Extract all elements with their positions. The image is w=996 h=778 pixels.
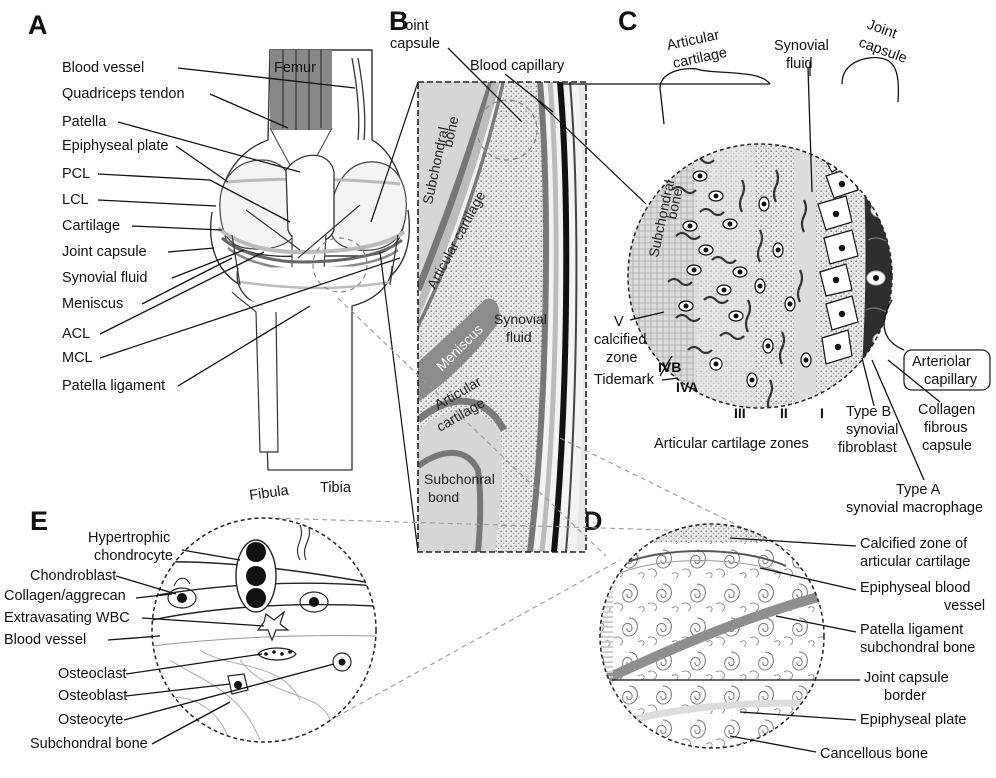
panel-c-collagen-line1: Collagen [918, 402, 975, 418]
panel-a-knee-illustration [211, 50, 410, 470]
panel-a-letter: A [28, 10, 48, 40]
panel-b-synovial-label-line1: Synovial [494, 311, 547, 327]
panel-c-joint-capsule-line2: capsule [857, 35, 909, 67]
femur-label: Femur [274, 60, 316, 76]
label-acl: ACL [62, 326, 90, 342]
connector-a-b-bottom [380, 252, 418, 552]
panel-c-zone-i: I [820, 405, 824, 421]
label-quadriceps-tendon: Quadriceps tendon [62, 86, 185, 102]
panel-c-zone-iii: III [734, 405, 746, 421]
panel-b-subchonral-line2: bond [428, 489, 459, 505]
panel-e-osteoblast: Osteoblast [58, 688, 127, 704]
panel-c-arteriolar-line1: Arteriolar [912, 354, 971, 370]
panel-e-chondroblast: Chondroblast [30, 568, 116, 584]
panel-b-synovial-label-line2: fluid [506, 329, 532, 345]
patella [286, 155, 334, 243]
label-patella: Patella [62, 114, 107, 130]
panel-c-type-b-line1: Type B [846, 404, 891, 420]
panel-c-zones-caption: Articular cartilage zones [654, 436, 809, 452]
panel-c-type-a-line1: Type A [896, 482, 941, 498]
panel-d-joint-capsule-line1: Joint capsule [864, 670, 949, 686]
panel-d-bone-section [600, 524, 824, 748]
label-mcl: MCL [62, 350, 93, 366]
panel-d-epiphyseal-vessel-line1: Epiphyseal blood [860, 580, 970, 596]
label-synovial-fluid: Synovial fluid [62, 270, 147, 286]
panel-c-collagen-line3: capsule [922, 438, 972, 454]
panel-e-tissue [152, 518, 376, 742]
label-pcl: PCL [62, 166, 90, 182]
panel-c-iva-label: IVA [676, 379, 698, 395]
panel-c-type-b-line3: fibroblast [838, 440, 897, 456]
panel-e-hypertrophic-line2: chondrocyte [94, 548, 173, 564]
panel-c-arteriolar-line2: capillary [924, 372, 978, 388]
label-lcl: LCL [62, 192, 89, 208]
panel-c-type-a-line2: synovial macrophage [846, 500, 983, 516]
label-patella-ligament: Patella ligament [62, 378, 165, 394]
panel-c-tidemark-label: Tidemark [594, 372, 655, 388]
fibula-label: Fibula [248, 482, 290, 503]
panel-e-osteoclast: Osteoclast [58, 666, 127, 682]
panel-b-subchonral-line1: Subchonral [424, 471, 495, 487]
panel-d-calcified-line2: articular cartilage [860, 554, 970, 570]
panel-c-synovial-label-line1: Synovial [774, 38, 829, 54]
panel-d-cancellous-bone: Cancellous bone [820, 746, 928, 762]
label-joint-capsule: Joint capsule [62, 244, 147, 260]
tibia-label: Tibia [320, 480, 352, 496]
panel-e-osteocyte: Osteocyte [58, 712, 123, 728]
panel-e-extravasating-wbc: Extravasating WBC [4, 610, 130, 626]
panel-b-blood-capillary-label: Blood capillary [470, 58, 565, 74]
panel-d-epiphyseal-plate: Epiphyseal plate [860, 712, 966, 728]
panel-c-collagen-line2: fibrous [924, 420, 968, 436]
panel-d-patella-lig-line1: Patella ligament [860, 622, 963, 638]
label-meniscus: Meniscus [62, 296, 123, 312]
panel-c-letter: C [618, 6, 638, 36]
label-blood-vessel: Blood vessel [62, 60, 144, 76]
panel-e-hypertrophic-line1: Hypertrophic [88, 530, 170, 546]
panel-c-v-label-line2: calcified [594, 332, 646, 348]
panel-d-joint-capsule-line2: border [884, 688, 926, 704]
panel-e-subchondral-bone: Subchondral bone [30, 736, 148, 752]
panel-d-patella-lig-line2: subchondral bone [860, 640, 975, 656]
panel-c-v-label-line3: zone [606, 350, 637, 366]
panel-c-type-b-line2: synovial [846, 422, 898, 438]
panel-c-zone-ii: II [780, 405, 788, 421]
label-epiphyseal-plate: Epiphyseal plate [62, 138, 168, 154]
panel-d-epiphyseal-vessel-line2: vessel [944, 598, 985, 614]
panel-b-joint-capsule-label-line2: capsule [390, 36, 440, 52]
panel-e-letter: E [30, 506, 48, 536]
panel-e-collagen-aggrecan: Collagen/aggrecan [4, 588, 126, 604]
panel-e-blood-vessel: Blood vessel [4, 632, 86, 648]
panel-b-joint-capsule-label-line1: Joint [398, 18, 429, 34]
panel-c-v-label-line1: V [614, 314, 624, 330]
panel-d-calcified-line1: Calcified zone of [860, 536, 968, 552]
label-cartilage: Cartilage [62, 218, 120, 234]
